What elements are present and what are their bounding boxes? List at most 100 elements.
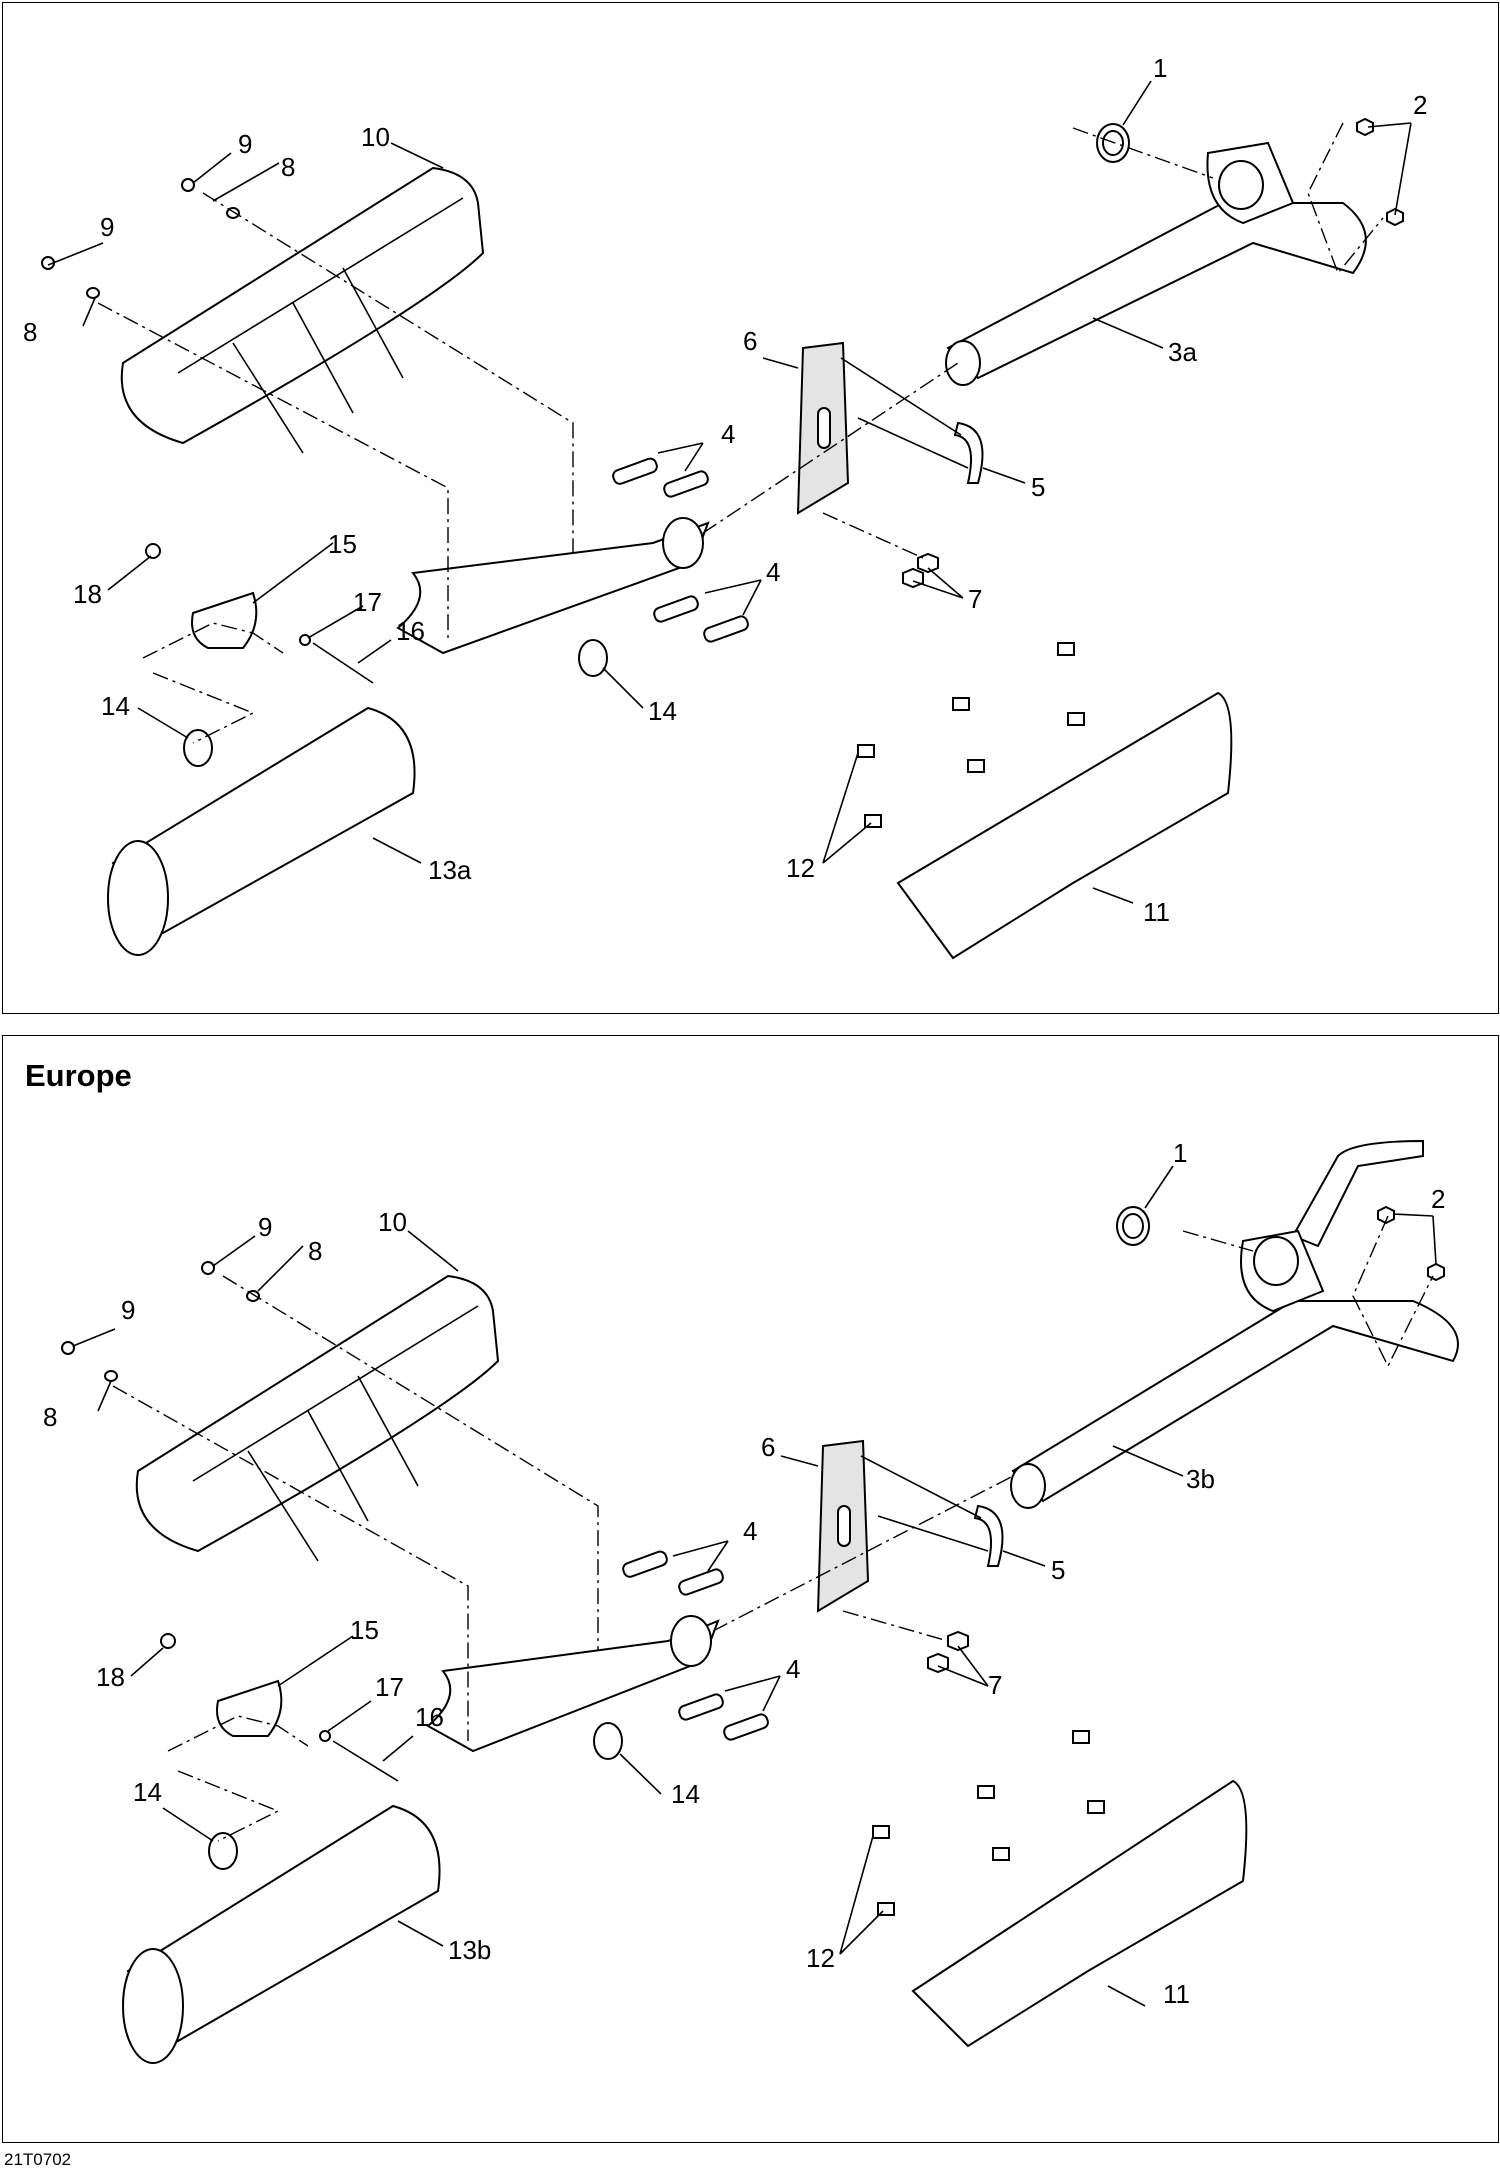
grommet bbox=[593, 1722, 623, 1760]
muffler-end-cap bbox=[107, 840, 169, 956]
callout-3a: 3a bbox=[1168, 337, 1197, 367]
leader-line bbox=[82, 297, 96, 327]
callout-14: 14 bbox=[648, 696, 677, 726]
callout-13a: 13a bbox=[428, 855, 472, 885]
leader-line bbox=[137, 707, 189, 739]
exhaust-pipe bbox=[946, 202, 1367, 380]
leader-line bbox=[162, 1807, 214, 1842]
washer bbox=[319, 1730, 331, 1742]
nut bbox=[1386, 207, 1404, 227]
leader-line bbox=[1092, 887, 1134, 904]
muffler bbox=[126, 1804, 441, 2043]
grommet bbox=[183, 729, 213, 767]
leader-line bbox=[1122, 80, 1152, 126]
heat-shield-ribs bbox=[177, 197, 464, 454]
callout-18: 18 bbox=[96, 1662, 125, 1692]
callout-8: 8 bbox=[281, 152, 295, 182]
callout-6: 6 bbox=[761, 1432, 775, 1462]
figure-id: 21T0702 bbox=[4, 2150, 72, 2169]
assembly-line bbox=[97, 302, 449, 638]
assembly-line bbox=[842, 1610, 949, 1642]
screw bbox=[917, 552, 939, 574]
leader-line bbox=[602, 667, 644, 709]
leader-line bbox=[327, 1700, 372, 1732]
muffler-end-cap bbox=[122, 1948, 184, 2064]
leader-line bbox=[372, 837, 422, 864]
exhaust-pipe-outlet bbox=[945, 340, 981, 386]
callout-11: 11 bbox=[1163, 1979, 1190, 2009]
callout-14: 14 bbox=[671, 1779, 700, 1809]
screw bbox=[61, 1341, 75, 1355]
leader-line bbox=[382, 1735, 414, 1762]
assembly-line bbox=[702, 362, 959, 534]
leader-line bbox=[47, 242, 104, 266]
leader-line bbox=[97, 1380, 112, 1412]
screw bbox=[201, 1261, 215, 1275]
nut bbox=[160, 1633, 176, 1649]
callout-15: 15 bbox=[350, 1615, 379, 1645]
spring bbox=[622, 1550, 668, 1578]
exhaust-drawing-europe: 1 2 3b 4 4 5 6 7 8 8 9 9 10 11 12 13b 14… bbox=[43, 1138, 1459, 2064]
exhaust-pipe-outlet bbox=[1010, 1463, 1046, 1509]
lower-heat-shield bbox=[896, 691, 1233, 960]
callout-4: 4 bbox=[766, 557, 780, 587]
lower-heat-shield bbox=[911, 1779, 1248, 2048]
washer bbox=[104, 1370, 118, 1382]
exhaust-pipe bbox=[1011, 1300, 1459, 1503]
spring bbox=[953, 421, 984, 484]
spring bbox=[973, 1504, 1004, 1567]
assembly-line bbox=[177, 1770, 280, 1842]
screw bbox=[902, 567, 924, 589]
callout-18: 18 bbox=[73, 579, 102, 609]
leader-line bbox=[192, 152, 232, 184]
clip bbox=[1087, 1800, 1105, 1814]
assembly-line bbox=[202, 192, 574, 553]
nut bbox=[1427, 1262, 1445, 1282]
assembly-line bbox=[1352, 1215, 1434, 1368]
assembly-line bbox=[1182, 1230, 1254, 1252]
leader-line bbox=[1144, 1165, 1174, 1209]
clip bbox=[1057, 642, 1075, 656]
leader-line bbox=[937, 1645, 989, 1687]
leader-line bbox=[212, 162, 280, 202]
assembly-line bbox=[152, 672, 255, 744]
bolt bbox=[332, 1740, 399, 1782]
callout-10: 10 bbox=[361, 122, 390, 152]
callout-8: 8 bbox=[308, 1236, 322, 1266]
leader-line bbox=[1112, 1445, 1184, 1477]
callout-3b: 3b bbox=[1186, 1464, 1215, 1494]
callout-4: 4 bbox=[721, 419, 735, 449]
clip bbox=[977, 1785, 995, 1799]
assembly-line bbox=[1307, 122, 1384, 275]
leader-line bbox=[307, 605, 364, 639]
callout-10: 10 bbox=[378, 1207, 407, 1237]
leader-line bbox=[407, 1230, 459, 1272]
spring bbox=[663, 470, 709, 498]
callout-9: 9 bbox=[258, 1212, 272, 1242]
nut bbox=[1356, 117, 1374, 137]
leader-line bbox=[822, 752, 872, 864]
callout-12: 12 bbox=[806, 1943, 835, 1973]
callout-12: 12 bbox=[786, 853, 815, 883]
nut bbox=[1377, 1205, 1395, 1225]
arrow bbox=[860, 1455, 982, 1519]
washer bbox=[246, 1290, 260, 1302]
support-bracket bbox=[191, 591, 258, 649]
nut bbox=[145, 543, 161, 559]
callout-9: 9 bbox=[100, 212, 114, 242]
callout-13b: 13b bbox=[448, 1935, 491, 1965]
leader-line bbox=[780, 1455, 819, 1467]
washer bbox=[86, 287, 100, 299]
callout-16: 16 bbox=[396, 616, 425, 646]
heat-shield-ribs bbox=[192, 1305, 479, 1562]
spring bbox=[678, 1693, 724, 1721]
assembly-line bbox=[712, 1475, 1014, 1632]
callout-9: 9 bbox=[121, 1295, 135, 1325]
muffler bbox=[111, 706, 416, 935]
callout-11: 11 bbox=[1143, 897, 1170, 927]
leader-line bbox=[912, 567, 964, 599]
leader-line bbox=[107, 555, 152, 591]
bolt bbox=[312, 642, 374, 684]
support-bracket bbox=[216, 1679, 283, 1737]
spring bbox=[612, 457, 658, 485]
